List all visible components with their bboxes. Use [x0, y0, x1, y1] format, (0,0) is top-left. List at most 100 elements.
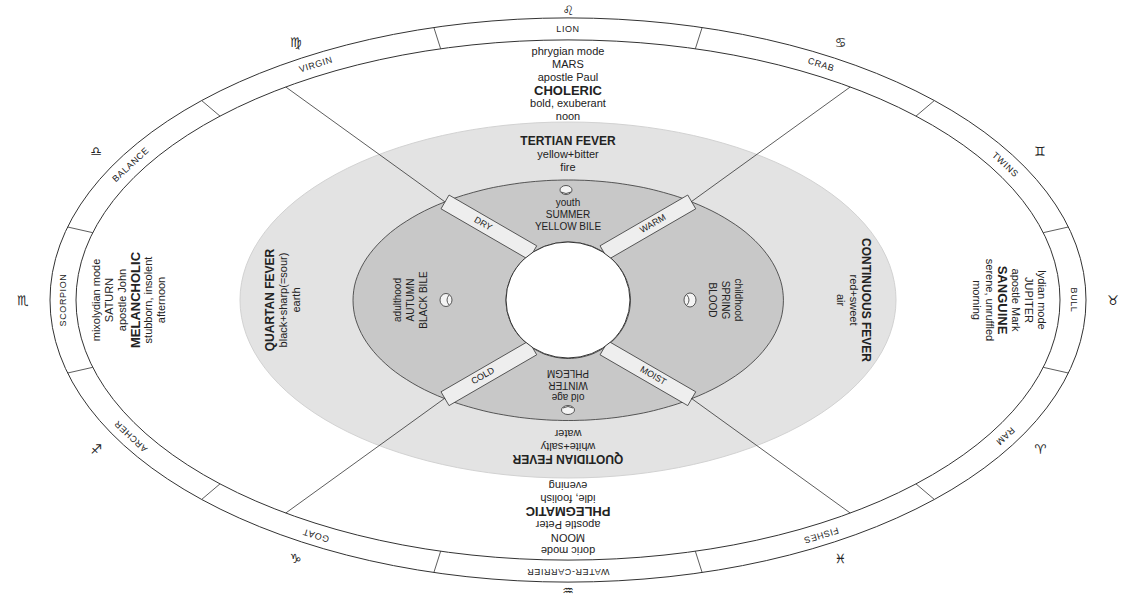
age-season-text: PHLEGM: [547, 368, 589, 378]
temperament-text: apostle Paul: [538, 71, 599, 82]
zodiac-symbol: ♍: [290, 35, 302, 48]
zodiac-symbol: ♉: [1107, 294, 1119, 307]
age-figure: [687, 295, 689, 305]
ring-tick: [68, 367, 93, 373]
zodiac-symbol: ♌: [562, 4, 574, 17]
age-season-text: adulthood: [393, 278, 403, 322]
zodiac-ring-shape: [50, 18, 1086, 582]
zodiac-symbol: ♋: [835, 35, 847, 48]
fever-text: QUOTIDIAN FEVER: [513, 453, 624, 465]
quadrant-divider: [691, 398, 850, 513]
zodiac-sign-name: SCORPION: [59, 274, 68, 327]
zodiac-sign-name: WATER-CARRIER: [527, 567, 610, 576]
zodiac-symbol: ♐: [90, 443, 102, 456]
ring-tick: [434, 551, 441, 572]
age-season-text: SPRING: [720, 281, 730, 319]
age-season-text: YELLOW BILE: [535, 222, 601, 232]
age-figure: [562, 406, 575, 415]
age-season-text: SUMMER: [546, 210, 590, 220]
ring-tick: [1043, 227, 1068, 233]
temperament-text: SATURN: [103, 278, 114, 322]
fever-disc-shape: [240, 122, 896, 478]
zodiac-symbol: ♒: [562, 584, 574, 597]
ring-tick: [695, 28, 702, 49]
age-figure: [447, 295, 449, 305]
temperament-text: CHOLERIC: [534, 83, 602, 96]
age-season-text: WINTER: [548, 380, 587, 390]
temperament-text: lydian mode: [1035, 270, 1046, 329]
fever-text: water: [555, 428, 582, 439]
ring-tick: [916, 101, 934, 117]
temperament-text: doric mode: [541, 544, 595, 555]
temperament-text: noon: [556, 110, 580, 121]
age-figure: [560, 186, 572, 195]
temperament-text: mixolydian mode: [90, 259, 101, 342]
quality-band: COLD: [441, 341, 537, 406]
fever-text: air: [835, 294, 846, 306]
zodiac-symbol: ♓: [835, 552, 847, 565]
ring-tick: [916, 484, 934, 500]
ring-tick: [695, 551, 702, 572]
temperament-text: SANGUINE: [995, 266, 1008, 335]
quality-band: DRY: [441, 195, 537, 260]
fever-text: fire: [560, 162, 575, 173]
zodiac-symbol: ♏: [17, 294, 29, 307]
age-figure: [440, 294, 452, 307]
zodiac-sign-name: BULL: [1069, 288, 1078, 313]
temperament-text: MOON: [551, 531, 585, 542]
temperament-text: idle, foolish: [540, 492, 595, 503]
temperament-text: PHLEGMATIC: [526, 504, 611, 517]
center-circle: [506, 242, 630, 358]
fever-text: white+salty: [541, 441, 596, 452]
temperament-text: apostle John: [116, 269, 127, 331]
zodiac-sign-name: LION: [556, 25, 579, 34]
fever-text: CONTINUOUS FEVER: [860, 238, 872, 362]
temperament-text: JUPITER: [1022, 277, 1033, 323]
ring-tick: [434, 28, 441, 49]
age-figure: [440, 186, 696, 415]
fever-text: earth: [291, 287, 302, 312]
quadrant-divider: [691, 87, 850, 202]
zodiac-symbol: ♑: [290, 552, 302, 565]
age-figure: [561, 192, 571, 194]
ring-tick: [202, 101, 220, 117]
quality-band: MOIST: [600, 341, 696, 406]
fever-text: QUARTAN FEVER: [264, 249, 276, 351]
fever-text: yellow+bitter: [537, 149, 598, 160]
temperament-text: evening: [549, 479, 588, 490]
quality-band-shape: [441, 341, 537, 406]
temperament-text: apostle Mark: [1009, 269, 1020, 332]
fever-text: TERTIAN FEVER: [520, 135, 615, 147]
fever-text: red+sweet: [848, 274, 859, 325]
zodiac-symbol: ♎: [90, 145, 102, 158]
age-season-text: old age: [552, 392, 585, 402]
temperament-text: morning: [970, 280, 981, 320]
temperament-text: phrygian mode: [532, 45, 605, 56]
quadrant-divider: [286, 87, 445, 202]
ring-tick: [1043, 367, 1068, 373]
quality-band-shape: [600, 195, 696, 260]
age-season-text: BLOOD: [707, 282, 717, 317]
age-season-text: childhood: [733, 279, 743, 322]
ring-tick: [68, 227, 93, 233]
age-season-text: AUTUMN: [406, 279, 416, 322]
temperament-text: MARS: [552, 58, 584, 69]
age-figure: [563, 407, 573, 409]
quality-band-shape: [600, 341, 696, 406]
zodiac-symbol: ♊: [1034, 145, 1046, 158]
ring-tick: [202, 484, 220, 500]
age-season-text: youth: [556, 198, 580, 208]
temperament-text: stubborn, insolent: [142, 257, 153, 344]
temperament-text: afternoon: [155, 277, 166, 323]
age-season-text: BLACK BILE: [419, 271, 429, 328]
temperament-text: bold, exuberant: [530, 97, 606, 108]
fever-text: black+sharp(=sour): [278, 253, 289, 348]
temperament-text: apostle Peter: [536, 518, 601, 529]
age-figure: [684, 293, 696, 307]
temperament-text: serene, unruffled: [983, 259, 994, 341]
quality-band-shape: [441, 195, 537, 260]
temperament-text: MELANCHOLIC: [128, 252, 141, 348]
zodiac-symbol: ♈: [1034, 443, 1046, 456]
quality-band: WARM: [600, 195, 696, 260]
quadrant-divider: [286, 398, 445, 513]
